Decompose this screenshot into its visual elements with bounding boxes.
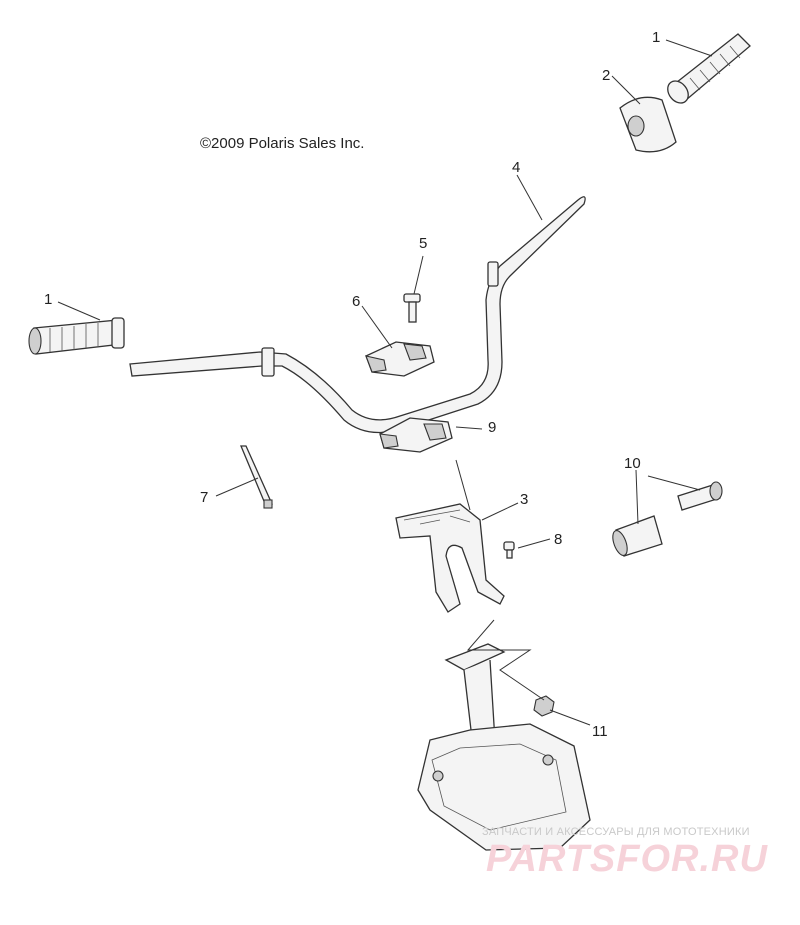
callout-bolt: 5	[419, 235, 427, 252]
riser-bracket	[395, 503, 505, 613]
callout-grip-right: 1	[652, 29, 660, 46]
cable-tie	[240, 445, 273, 509]
callout-clamp-top: 6	[352, 293, 360, 310]
watermark-logo: PARTSFOR.RU	[486, 838, 768, 880]
callout-handlebar: 4	[512, 159, 520, 176]
leader-lines	[57, 39, 713, 726]
callout-riser-bracket: 3	[520, 491, 528, 508]
callout-clamp-bottom: 9	[488, 419, 496, 436]
grip-left	[28, 317, 125, 355]
callout-screw: 8	[554, 531, 562, 548]
clamp-top	[365, 341, 435, 377]
watermark-tagline: ЗАПЧАСТИ И АКСЕССУАРЫ ДЛЯ МОТОТЕХНИКИ	[482, 826, 750, 838]
handlebar	[129, 196, 586, 434]
copyright-notice: ©2009 Polaris Sales Inc.	[200, 135, 365, 152]
callout-grip-left: 1	[44, 291, 52, 308]
bolt	[403, 293, 421, 323]
callout-nut: 11	[592, 723, 608, 740]
clamp-bottom	[379, 417, 453, 453]
callout-bar-end: 10	[624, 455, 641, 472]
callout-cable-tie: 7	[200, 489, 208, 506]
handlebar-pad	[619, 96, 677, 153]
frame-steering-post	[417, 643, 591, 851]
grip-right	[667, 33, 751, 104]
callout-handlebar-pad: 2	[602, 67, 610, 84]
nut	[533, 695, 555, 717]
screw	[503, 541, 515, 559]
bar-end	[612, 481, 723, 557]
